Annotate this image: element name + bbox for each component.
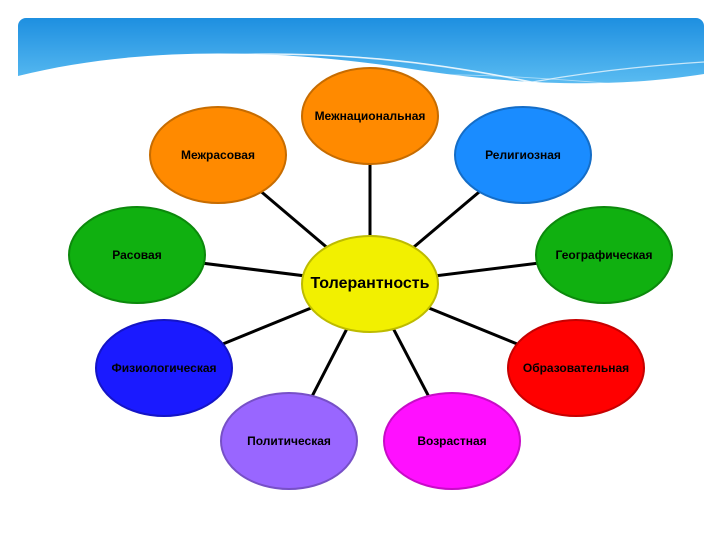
- center-node: [301, 235, 439, 333]
- node-fiziologicheskaya: [95, 319, 233, 417]
- node-mezhnacionalnaya: [301, 67, 439, 165]
- node-religioznaya: [454, 106, 592, 204]
- node-rasovaya: [68, 206, 206, 304]
- node-obrazovatelnaya: [507, 319, 645, 417]
- node-mezhrasovaya: [149, 106, 287, 204]
- node-politicheskaya: [220, 392, 358, 490]
- node-geograficheskaya: [535, 206, 673, 304]
- node-vozrastnaya: [383, 392, 521, 490]
